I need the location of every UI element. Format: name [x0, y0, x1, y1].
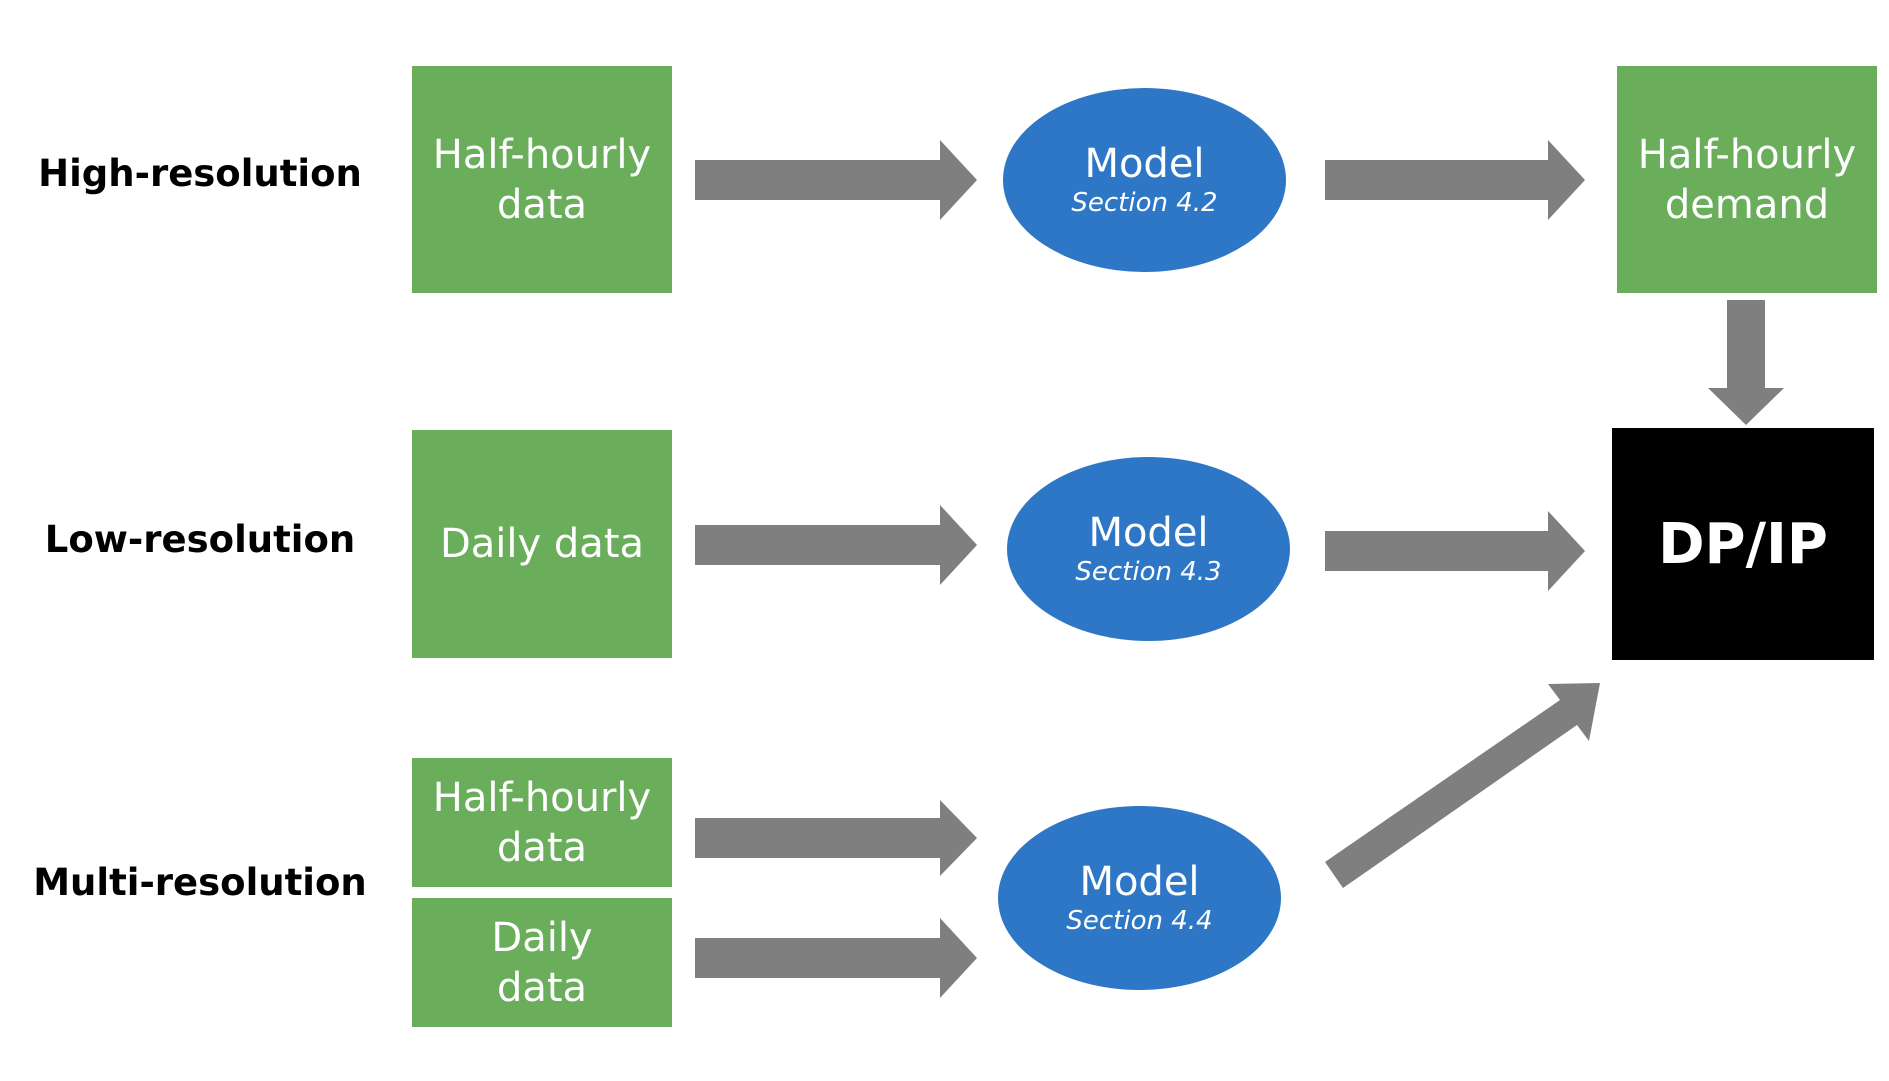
input-box-line-1: Half-hourly — [432, 774, 652, 821]
arrow-high-model-to-demand — [1325, 140, 1585, 220]
input-box-line-1: Daily data — [439, 521, 645, 567]
output-box-halfhourly-demand: Half-hourly demand — [1617, 66, 1877, 293]
dpip-box: DP/IP — [1612, 428, 1874, 660]
input-box-multi-daily-data: Daily data — [412, 898, 672, 1027]
model-title: Model — [1079, 859, 1200, 905]
model-title: Model — [1088, 510, 1209, 556]
dpip-label: DP/IP — [1658, 511, 1828, 577]
input-box-line-2: data — [496, 964, 588, 1011]
arrow-multi-halfhourly-to-model — [695, 800, 977, 876]
row-label-low-resolution: Low-resolution — [44, 518, 356, 561]
model-section: Section 4.2 — [1071, 188, 1218, 218]
model-ellipse-multi: Model Section 4.4 — [998, 806, 1281, 990]
arrow-multi-daily-to-model — [695, 918, 977, 998]
input-box-high-halfhourly-data: Half-hourly data — [412, 66, 672, 293]
input-box-line-2: data — [496, 824, 588, 871]
model-section: Section 4.4 — [1066, 906, 1213, 936]
arrow-high-data-to-model — [695, 140, 977, 220]
model-ellipse-high: Model Section 4.2 — [1003, 88, 1286, 272]
arrow-low-model-to-dpip — [1325, 511, 1585, 591]
row-label-multi-resolution: Multi-resolution — [33, 861, 367, 904]
arrow-low-data-to-model — [695, 505, 977, 585]
arrow-demand-to-dpip — [1708, 300, 1784, 425]
input-box-line-2: data — [496, 181, 588, 228]
arrow-multi-model-to-dpip — [1325, 683, 1600, 888]
input-box-line-1: Half-hourly — [432, 131, 652, 178]
output-box-line-2: demand — [1664, 181, 1830, 228]
input-box-line-1: Daily — [491, 914, 593, 961]
model-ellipse-low: Model Section 4.3 — [1007, 457, 1290, 641]
input-box-multi-halfhourly-data: Half-hourly data — [412, 758, 672, 887]
output-box-line-1: Half-hourly — [1637, 131, 1857, 178]
model-title: Model — [1084, 141, 1205, 187]
model-section: Section 4.3 — [1075, 557, 1222, 587]
row-label-high-resolution: High-resolution — [38, 152, 362, 195]
input-box-low-daily-data: Daily data — [412, 430, 672, 658]
